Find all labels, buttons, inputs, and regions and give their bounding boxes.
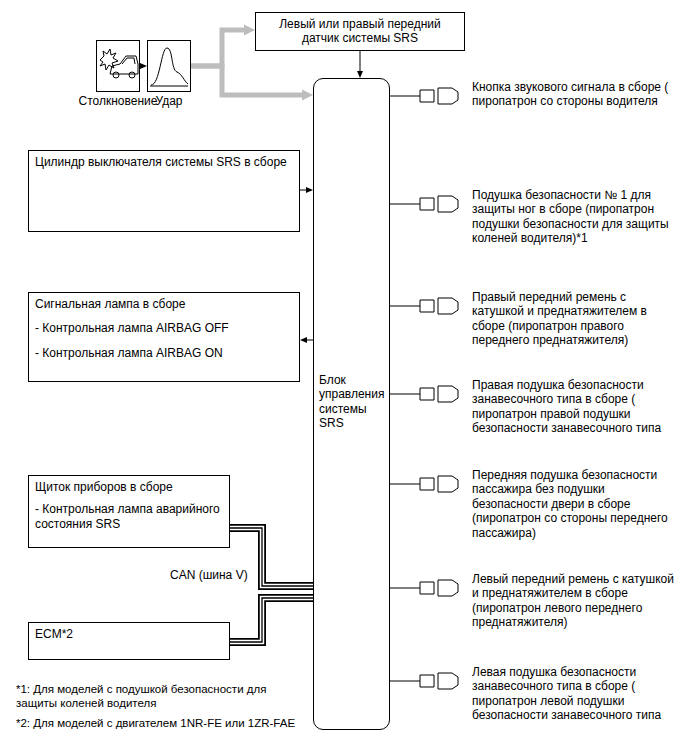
connector-symbols [405,196,458,212]
node-label: Блок управления системы SRS [319,373,384,431]
can-bus [230,598,313,642]
connector [390,484,405,485]
connector [300,190,307,191]
output-device: Передняя подушка безопасности пассажира … [405,468,680,540]
node-label: Столкновение [79,94,158,108]
connector [390,484,405,485]
connector [360,51,361,72]
node-label: Щиток приборов в сборе [35,480,223,494]
control-unit: Блок управления системы SRS [313,78,390,730]
node-label: Сигнальная лампа в сборе [35,297,293,311]
component-box: Щиток приборов в сборе - Контрольная ламп… [28,475,230,548]
node-label: Удар [155,94,182,108]
connector-symbols [405,298,458,314]
connector [390,681,405,682]
connector-symbols [405,88,458,104]
component-box: Сигнальная лампа в сборе - Контрольная ла… [28,292,300,382]
impact-arrow [191,66,303,95]
can-bus [230,598,313,642]
can-bus [230,598,313,642]
illustration-box: Удар [147,40,191,92]
impact-graph [150,86,188,87]
component-box: Цилиндр выключателя системы SRS в сборе [28,150,300,232]
output-device: Правая подушка безопасности занавесочног… [405,378,680,436]
collision-icon [100,49,138,78]
arrowhead [140,63,147,69]
node-body: - Контрольная лампа AIRBAG OFF [35,321,293,335]
connector [390,306,405,307]
connector [390,306,405,307]
connector-symbols [405,580,458,596]
output-device: Подушка безопасности № 1 для защиты ног … [405,188,680,246]
connector [390,96,405,97]
impact-arrow [191,30,245,66]
node-body: - Контрольная лампа аварийного состояния… [35,502,223,531]
connector [390,588,405,589]
node-body: - Контрольная лампа AIRBAG ON [35,346,293,360]
illustration-box: Столкновение [96,40,140,92]
impact-graph [151,48,188,85]
collision-icon [113,72,119,78]
impact-graph [150,48,188,86]
can-bus [230,598,313,642]
output-device: Кнопка звукового сигнала в сборе ( пироп… [405,80,680,109]
impact-arrow [191,25,255,67]
footnote: *1: Для моделей с подушкой безопасности … [16,683,306,711]
collision-icon [122,58,135,64]
collision-icon [129,72,135,78]
edge-label: CAN (шина V) [168,568,250,582]
connector [390,681,405,682]
connector-symbols [405,88,458,689]
collision-icon [110,56,138,74]
arrowhead [306,187,313,193]
arrowhead [300,337,307,343]
connector [390,96,405,97]
node-label: Цилиндр выключателя системы SRS в сборе [35,155,293,169]
connector-symbols [405,673,458,689]
node-label: Подушка безопасности № 1 для защиты ног … [472,188,678,246]
footnote: *2: Для моделей с двигателем 1NR-FE или … [16,717,326,731]
output-device: Левый передний ремень с катушкой и предн… [405,572,680,630]
node-label: Левый или правый передний датчик системы… [262,17,458,46]
connector [390,204,405,205]
node-label: Правый передний ремень с катушкой и пред… [472,290,678,348]
collision-icon [100,49,118,70]
connector [390,588,405,589]
connector [390,204,405,205]
node-label: ECM*2 [35,627,223,641]
impact-arrow [191,66,313,101]
node-label: Кнопка звукового сигнала в сборе ( пироп… [472,80,678,109]
output-device: Правый передний ремень с катушкой и пред… [405,290,680,348]
connector-symbols [405,386,458,402]
sensor-box: Левый или правый передний датчик системы… [255,12,465,51]
connector [357,51,363,78]
connector [390,394,405,395]
connector [300,337,313,343]
node-label: Правая подушка безопасности занавесочног… [472,378,678,436]
output-device: Левая подушка безопасности занавесочного… [405,665,680,723]
node-label: Левая подушка безопасности занавесочного… [472,665,678,723]
component-box: ECM*2 [28,622,230,660]
node-label: Передняя подушка безопасности пассажира … [472,468,678,540]
arrowhead [357,71,363,78]
arrowhead [302,90,313,101]
connector [140,63,147,69]
arrowhead [244,25,255,36]
connector [306,340,313,341]
connector [300,187,313,193]
connector-symbols [405,476,458,492]
node-label: Левый передний ремень с катушкой и предн… [472,572,678,630]
connector [390,394,405,395]
